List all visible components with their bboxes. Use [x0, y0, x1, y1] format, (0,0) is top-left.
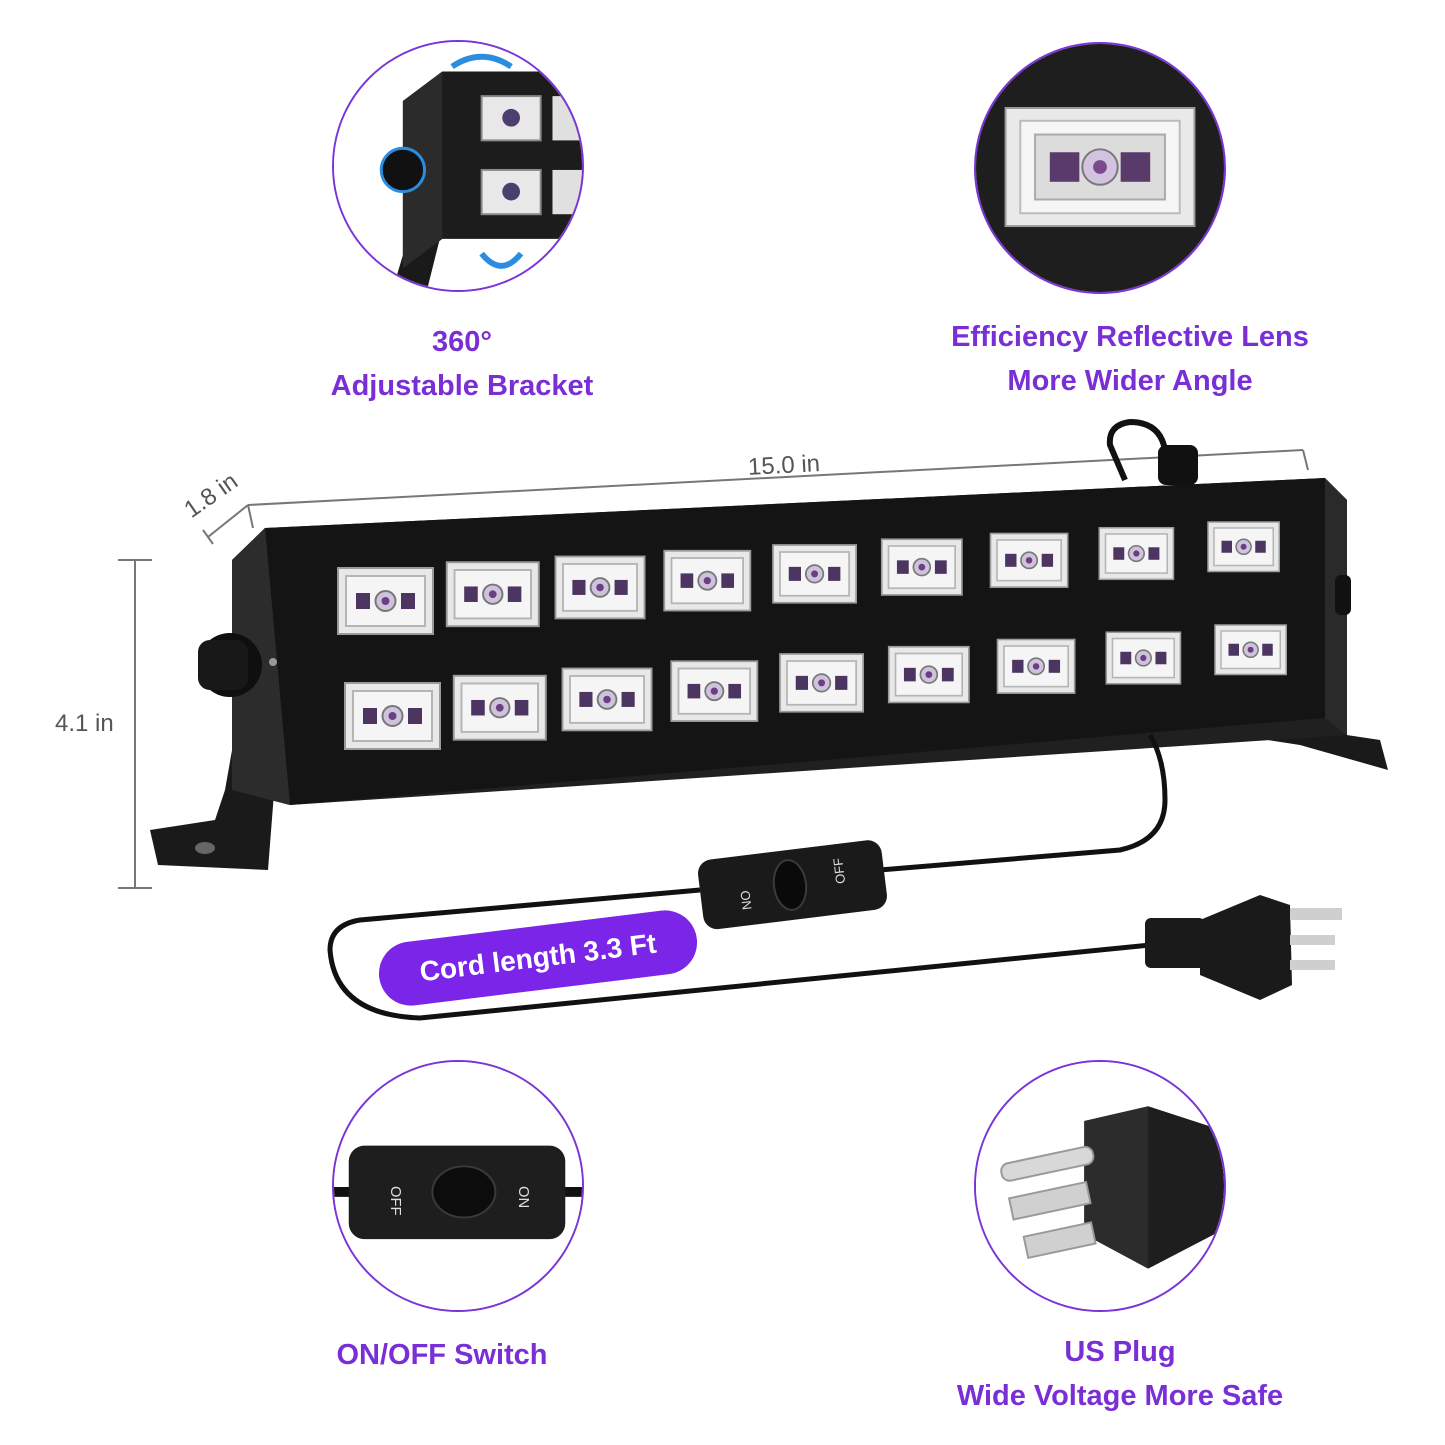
inline-switch-on-label: ON [737, 890, 754, 911]
led-module [663, 549, 752, 612]
led-module [1098, 526, 1175, 581]
switch-on-label: ON [515, 1186, 531, 1208]
led-module [670, 660, 759, 722]
height-dimension: 4.1 in [55, 710, 114, 737]
inline-switch-off-label: OFF [830, 857, 848, 885]
led-module [445, 561, 540, 628]
led-module [996, 638, 1076, 694]
plug-closeup-circle [974, 1060, 1226, 1312]
bracket-caption-line1: 360° [432, 326, 492, 358]
led-module [989, 532, 1069, 588]
bracket-caption-line2: Adjustable Bracket [330, 370, 594, 402]
led-module [337, 567, 434, 635]
led-module [779, 653, 864, 713]
led-module [880, 538, 963, 596]
switch-closeup-circle: OFF ON [332, 1060, 584, 1312]
switch-caption-line1: ON/OFF Switch [336, 1339, 548, 1371]
plug-closeup-icon [976, 1062, 1224, 1310]
led-module [772, 544, 857, 604]
bracket-closeup-icon [334, 42, 582, 290]
led-module [344, 682, 441, 750]
switch-closeup-icon: OFF ON [334, 1062, 582, 1310]
led-module [1207, 521, 1280, 573]
led-module [561, 667, 653, 732]
led-module [887, 645, 970, 704]
switch-caption: ON/OFF Switch [292, 1333, 592, 1377]
plug-caption: US Plug Wide Voltage More Safe [910, 1330, 1330, 1418]
led-module [1105, 631, 1182, 685]
plug-caption-line2: Wide Voltage More Safe [956, 1380, 1284, 1412]
lens-caption: Efficiency Reflective Lens More Wider An… [900, 315, 1360, 403]
lens-closeup-icon [976, 44, 1224, 292]
dimension-lines [118, 449, 1309, 889]
bracket-caption: 360° Adjustable Bracket [292, 320, 632, 408]
lens-caption-line1: Efficiency Reflective Lens [951, 321, 1309, 353]
led-module [554, 555, 646, 620]
plug-caption-line1: US Plug [1064, 1336, 1176, 1368]
switch-off-label: OFF [387, 1186, 403, 1216]
led-modules [337, 521, 1287, 750]
lens-caption-line2: More Wider Angle [1007, 365, 1253, 397]
led-module [452, 674, 547, 741]
inline-plug [1145, 895, 1342, 1000]
led-module [1214, 624, 1287, 676]
bracket-closeup-circle [332, 40, 584, 292]
length-dimension: 15.0 in [747, 450, 821, 481]
inline-switch: ON OFF [698, 840, 887, 930]
lens-closeup-circle [974, 42, 1226, 294]
